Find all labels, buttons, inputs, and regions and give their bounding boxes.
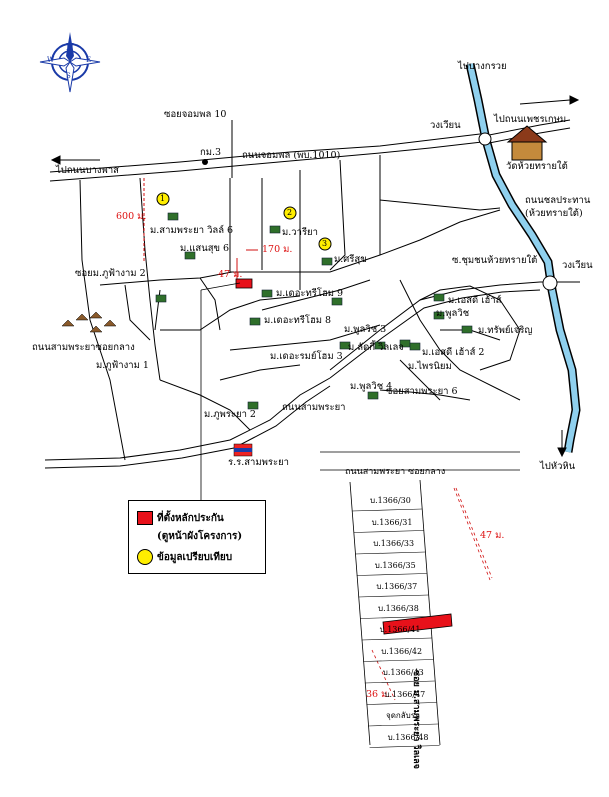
compass-icon [39,32,101,93]
label-to-phetkasem: ไปถนนเพชรเกษม [494,114,567,125]
subject-site-marker [235,278,253,289]
main-roads [44,119,580,469]
village-label: ม.เอสดี เฮ้าส์ 2 [422,347,485,358]
legend: ที่ตั้งหลักประกัน (ตูหน้าผังโครงการ) ข้อ… [128,500,266,574]
inset-lot-divider [353,530,424,533]
inset-lot-label: จุดกลับรถ [386,711,420,720]
inset-lot-divider [363,659,434,662]
village-label: ม.พูลวิช 4 [350,381,393,392]
label-chom-phon-soi-10: ซอยจอมพล 10 [164,109,227,120]
inset-lot-label: บ.1366/37 [376,582,418,591]
inset-lot-divider [367,723,439,727]
label-school: ร.ร.สามพระยา [228,457,290,468]
inset-lot-divider [356,573,427,576]
inset-lot-divider [364,680,435,684]
inset-lot-label: บ.1366/31 [371,517,413,527]
village-label: ม.ภูพระยา 2 [204,409,256,420]
inset-lot-label: บ.1366/41 [379,625,421,634]
inset-dist-side: 36 ม. [366,689,391,700]
inset-lot-label: บ.1366/35 [374,560,416,570]
inset-lot-label: บ.1366/47 [384,689,426,699]
legend-comparable-swatch [137,549,153,565]
label-dist-47: 47 ม. [218,269,243,280]
label-huai-sai-tai-paren: (ห้วยทรายใต้) [525,208,583,219]
inset-lot-label: บ.1366/43 [382,668,424,677]
village-label: ม.พูลวิช 3 [344,324,387,335]
temple-icon [506,125,548,161]
school-icon [233,443,253,457]
roundabout-top [478,132,492,146]
label-chom-phon-road: ถนนจอมพล (พบ.1010) [242,150,341,161]
label-wongwian-top: วงเวียน [430,120,461,131]
inset-road-label: ถนนสามพระยา ซอยกลาง [345,467,446,477]
village-label: ม.แสนสุข 6 [180,243,230,254]
label-to-hua-hin: ไปหัวหิน [540,461,576,472]
compass-n: N [66,43,74,53]
village-label: ม.ทรัพย์เจริญ [478,325,533,336]
village-label: ม.ไพรนิยม [408,361,452,372]
comparable-markers [156,192,332,251]
inset-lot-divider [361,637,432,641]
label-dist-170: 170 ม. [262,244,293,255]
compass-s: S [66,72,71,80]
label-sam-phraya-road: ถนนสามพระยา [282,402,346,413]
village-label: ม.ลัดกี้ วิลเลจ [348,342,404,353]
compass-e: E [86,56,92,64]
label-phu-fah-ngam-soi: ซอยม.ภูฟ้างาม 2 [75,268,146,279]
inset-lot-divider [369,745,440,748]
comparable-3-number: 3 [322,239,328,248]
village-label: ม.เดอะทรีโฮม 8 [264,315,332,326]
km3-dot [202,159,208,165]
inset-lot-divider [359,616,431,619]
compass-w: W [47,56,55,64]
comparable-1-number: 1 [160,194,166,203]
village-label: ม.วารียา [282,227,318,238]
comparable-2-number: 2 [287,208,293,217]
legend-site-sub: (ตูหน้าผังโครงการ) [157,531,243,542]
label-community: ซ.ชุมชนห้วยทรายใต้ [452,255,538,266]
inset-lot-label: บ.1366/42 [381,646,423,656]
label-sam-phraya-road-left: ถนนสามพระยาซอยกลาง [32,342,135,353]
label-km3: กม.3 [200,147,222,158]
village-label: ม.พูลวิช [436,308,470,319]
inset-lot-divider [355,551,426,555]
hut-icons [61,311,117,333]
distance-markers [143,178,258,280]
inset-lot-divider [358,594,429,598]
label-chonprathan-road: ถนนชลประทาน [525,195,591,206]
label-wongwian-right: วงเวียน [562,260,593,271]
label-sam-phraya-soi6: ซอยสามพระยา 6 [386,386,458,397]
village-label: ม.เดอะทรีโฮม 9 [276,288,344,299]
label-dist-600: 600 ม. [116,211,147,222]
village-label: ม.สามพระยา วิลล์ 6 [150,225,234,236]
inset-lot-label: บ.1366/30 [370,496,411,505]
inset-lot-label: บ.1366/38 [378,603,419,613]
direction-arrows [50,95,580,458]
inset-lot-lines [351,508,440,748]
label-to-bang-pas: ไปถนนบางพาส [56,165,119,176]
legend-site-label: ที่ตั้งหลักประกัน [157,513,224,524]
inset-lot-label: บ.1366/33 [373,539,415,548]
inset-lot-divider [366,702,437,705]
legend-site-swatch [137,511,153,525]
inset-lot-divider [351,508,423,512]
village-label: ม.เดอะรมย์โฮม 3 [270,351,343,362]
label-to-bang-kruai: ไปบางกรวย [458,61,507,72]
village-house-icons [155,212,473,410]
inset-lot-label: บ.1366/48 [387,732,429,742]
legend-comparable-label: ข้อมูลเปรียบเทียบ [157,552,233,563]
roundabout-right [542,275,558,291]
village-label: ม.ศรีสุข [334,254,367,265]
village-label: ม.เอสดี เฮ้าส์ [448,295,502,306]
inset-dist-top: 47 ม. [480,530,505,541]
label-temple: วัดห้วยทรายใต้ [506,161,568,172]
village-label: ม.ภูฟ้างาม 1 [96,360,149,371]
